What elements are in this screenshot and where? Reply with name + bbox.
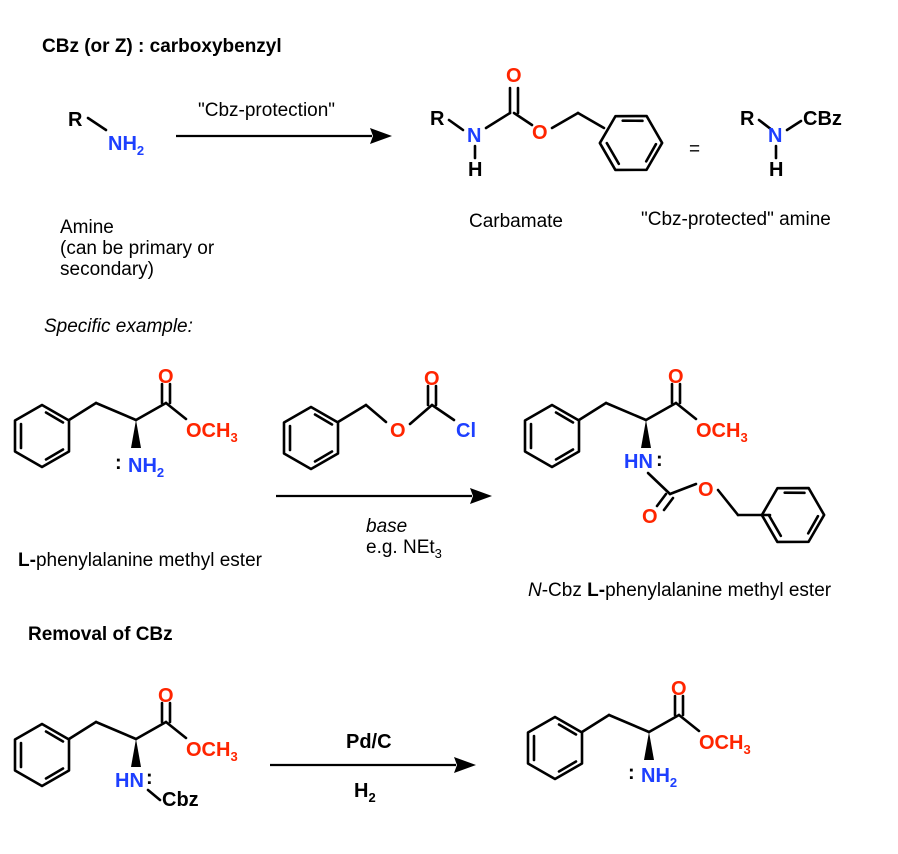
svg-text:N: N [467,125,481,147]
benzyl-chloroformate-structure: O O Cl [282,368,476,471]
svg-text:N: N [768,125,782,147]
svg-text:secondary): secondary) [60,259,154,280]
svg-text::: : [628,762,635,784]
svg-text:R: R [740,108,755,130]
atom-nh2: NH2 [108,133,144,158]
amine-structure: R NH2 [68,109,144,158]
cbz-protected-amine-label: "Cbz-protected" amine [641,209,831,230]
reagent-h2: H2 [354,780,376,805]
equals-sign: = [689,139,700,160]
svg-text:O: O [158,366,174,388]
svg-text:O: O [390,420,406,442]
heading-removal: Removal of CBz [28,624,173,645]
atom-r: R [68,109,83,131]
svg-text:OCH3: OCH3 [699,732,751,757]
amine-caption: Amine (can be primary or secondary) [60,217,215,280]
n-cbz-phenylalanine-methyl-ester-label: N-Cbz L-phenylalanine methyl ester [528,580,832,601]
svg-text:O: O [668,366,684,388]
svg-text:O: O [424,368,440,390]
svg-text:H: H [769,159,783,181]
svg-text:HN: HN [624,451,653,473]
reaction-arrow-2: base e.g. NEt3 [276,488,492,561]
svg-text:O: O [158,685,174,707]
heading-specific-example: Specific example: [44,316,193,337]
n-cbz-phenylalanine-methyl-ester-structure: O OCH3 HN : O O [523,366,834,557]
svg-text:NH2: NH2 [128,455,164,480]
heading-cbz: CBz (or Z) : carboxybenzyl [42,36,282,57]
svg-text:NH2: NH2 [641,765,677,790]
deprotected-phenylalanine-methyl-ester-structure: O OCH3 : NH2 [526,678,751,790]
cbz-protected-amine-structure: R N H CBz [740,108,842,181]
phenylalanine-methyl-ester-label: L-phenylalanine methyl ester [18,550,263,571]
condition-base: base [366,516,407,537]
condition-eg-net3: e.g. NEt3 [366,537,442,561]
svg-text:O: O [506,65,522,87]
svg-text:O: O [698,479,714,501]
svg-text:O: O [532,122,548,144]
svg-text::: : [146,767,153,789]
phenylalanine-methyl-ester-structure: O OCH3 : NH2 [13,366,238,480]
svg-text:H: H [468,159,482,181]
reagent-label-cbz-protection: "Cbz-protection" [198,100,335,121]
svg-text:OCH3: OCH3 [186,739,238,764]
svg-text:Cl: Cl [456,420,476,442]
svg-text:Cbz: Cbz [162,789,199,811]
carbamate-label: Carbamate [469,211,563,232]
svg-text:CBz: CBz [803,108,842,130]
carbamate-structure: R N H O O [430,65,672,185]
svg-text:O: O [642,506,658,528]
svg-text:OCH3: OCH3 [186,420,238,445]
svg-text:OCH3: OCH3 [696,420,748,445]
svg-text:(can be primary or: (can be primary or [60,238,215,259]
n-cbz-starting-material-structure: O OCH3 HN : Cbz [13,685,238,811]
reaction-arrow-3: Pd/C H2 [270,731,476,805]
svg-text:Amine: Amine [60,217,114,238]
svg-text::: : [656,449,663,471]
svg-text::: : [115,452,122,474]
reaction-arrow-1: "Cbz-protection" [176,100,392,144]
svg-text:HN: HN [115,770,144,792]
svg-text:R: R [430,108,445,130]
svg-text:O: O [671,678,687,700]
catalyst-pd-c: Pd/C [346,731,392,753]
